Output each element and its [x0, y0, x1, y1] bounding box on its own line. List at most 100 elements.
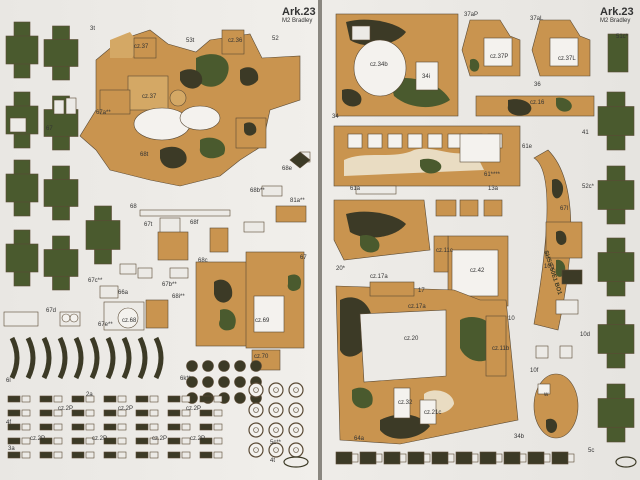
small-part — [485, 315, 507, 377]
part-label: cz.11c — [436, 248, 453, 254]
small-part — [559, 345, 573, 359]
small-part — [99, 285, 119, 299]
track-link-light — [181, 451, 191, 459]
olive-wheel-part — [597, 180, 635, 210]
road-wheel-hub — [293, 407, 299, 413]
camo-patch — [420, 158, 442, 174]
part-label: 66a — [118, 290, 129, 296]
track-link — [135, 437, 149, 445]
track-link — [199, 437, 213, 445]
track-link-light — [85, 395, 95, 403]
part-label: cz.16 — [530, 100, 545, 106]
track-link — [167, 451, 181, 459]
track-link — [527, 451, 545, 465]
track-link — [167, 423, 181, 431]
track-link-light — [85, 437, 95, 445]
olive-wheel-part — [5, 35, 39, 65]
olive-wheel-part — [597, 398, 635, 428]
track-shoe — [202, 360, 214, 372]
camo-patch — [287, 274, 302, 291]
part-label: cz.68 — [122, 318, 137, 324]
track-link-light — [351, 453, 359, 463]
track-link — [135, 451, 149, 459]
part-label: 5c — [588, 448, 595, 454]
part-label: cz.42 — [470, 268, 485, 274]
olive-wheel-part — [597, 324, 635, 354]
road-wheel-hub — [273, 447, 279, 453]
part-label: cz.36 — [228, 38, 243, 44]
track-link-light — [181, 395, 191, 403]
track-link — [135, 409, 149, 417]
camo-patch — [507, 99, 532, 116]
road-wheel-hub — [273, 427, 279, 433]
part-label: 2a — [86, 392, 93, 398]
part-label: cz.2P — [190, 436, 206, 442]
olive-wheel-part — [597, 106, 635, 136]
part-label: 68t — [140, 152, 149, 158]
hatch-cutout — [353, 39, 407, 97]
track-link-light — [149, 423, 159, 431]
left-sheet-title: Ark.23 — [282, 6, 316, 18]
logo-mark — [615, 456, 637, 468]
small-part — [209, 227, 229, 253]
part-label: 10d — [580, 332, 591, 338]
track-shoe — [186, 360, 198, 372]
hatch-cutout — [415, 61, 439, 91]
track-link — [135, 423, 149, 431]
camo-patch — [469, 58, 480, 72]
part-label: 61e — [522, 144, 533, 150]
track-segment — [73, 336, 84, 380]
part-label: 51c* — [616, 34, 629, 40]
track-link-light — [117, 451, 127, 459]
camo-patch — [180, 69, 203, 89]
track-link-light — [53, 437, 63, 445]
small-part — [535, 345, 549, 359]
part-label: 61a — [350, 186, 361, 192]
camo-patch — [196, 54, 229, 87]
track-link — [7, 409, 21, 417]
camo-patch — [380, 414, 430, 439]
part-label: 67b** — [162, 282, 177, 288]
strip-part — [355, 185, 397, 195]
track-link — [135, 395, 149, 403]
track-link-light — [85, 409, 95, 417]
ring-part — [117, 307, 139, 329]
part-label: cz.37 — [134, 44, 149, 50]
part-label: cz.21c — [424, 410, 442, 416]
right-sheet-subtitle: M2 Bradley — [600, 18, 631, 24]
small-part — [243, 221, 265, 233]
part-label: cz.2P — [118, 406, 134, 412]
track-link-light — [21, 437, 31, 445]
small-part — [369, 281, 415, 297]
small-part — [119, 263, 137, 275]
track-link-light — [399, 453, 407, 463]
part-label: 81a** — [290, 198, 305, 204]
part-label: cz.2P — [92, 436, 108, 442]
camo-patch — [342, 88, 362, 107]
small-part — [9, 117, 27, 133]
track-link — [503, 451, 521, 465]
track-link-light — [471, 453, 479, 463]
track-link — [71, 451, 85, 459]
track-segment — [25, 336, 36, 380]
olive-wheel-part — [85, 220, 121, 250]
hull-side-part — [195, 261, 255, 347]
track-link — [103, 437, 117, 445]
camo-patch — [352, 387, 373, 409]
part-label: 64a — [354, 436, 365, 442]
track-link — [167, 409, 181, 417]
track-link — [335, 451, 353, 465]
part-label: cz.2P — [186, 406, 202, 412]
track-link-light — [149, 451, 159, 459]
road-wheel-hub — [253, 427, 259, 433]
vision-block — [427, 133, 443, 149]
track-link — [7, 451, 21, 459]
road-wheel-hub — [273, 407, 279, 413]
small-part — [3, 311, 39, 327]
track-link — [103, 423, 117, 431]
part-label: 68i** — [172, 294, 185, 300]
track-link — [431, 451, 449, 465]
track-link — [407, 451, 425, 465]
track-segment — [105, 336, 116, 380]
part-label: 67a** — [96, 110, 111, 116]
